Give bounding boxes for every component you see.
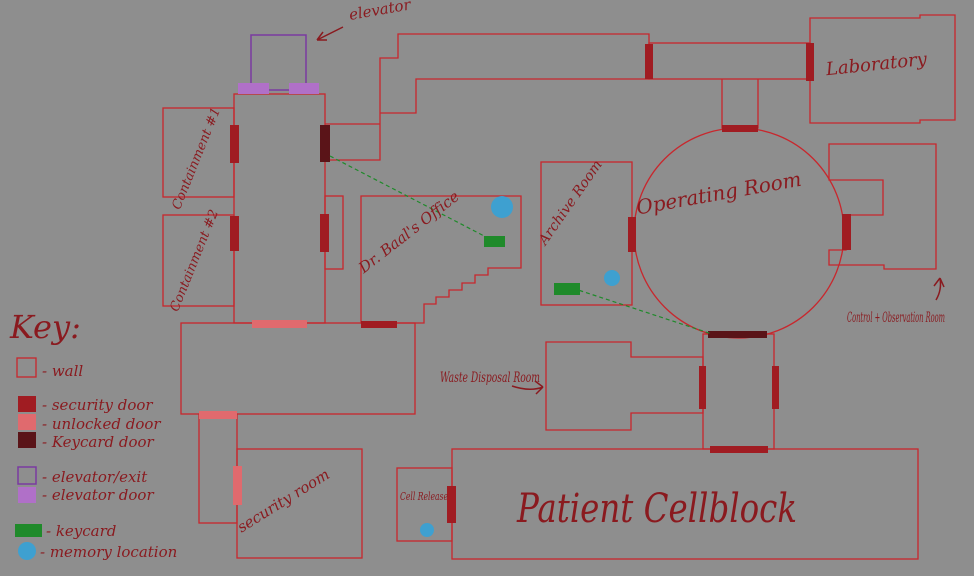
legend-security-text: - security door bbox=[42, 396, 153, 414]
legend: Key: - wall - security door - unlocked d… bbox=[9, 308, 177, 561]
office-room bbox=[360, 195, 522, 324]
cellblock-label: Patient Cellblock bbox=[516, 486, 797, 532]
legend-elevator-text: - elevator/exit bbox=[42, 468, 148, 486]
memory-location[interactable] bbox=[604, 270, 620, 286]
memory-location[interactable] bbox=[491, 196, 513, 218]
security-door[interactable] bbox=[230, 216, 239, 251]
keycard-link bbox=[565, 285, 713, 335]
unlocked-door[interactable] bbox=[233, 466, 242, 505]
keycard[interactable] bbox=[484, 236, 505, 247]
elevator-door[interactable] bbox=[289, 83, 319, 94]
keycard-link bbox=[329, 155, 489, 239]
legend-elevator-door-swatch bbox=[18, 487, 36, 503]
security-door[interactable] bbox=[806, 43, 814, 81]
security-door[interactable] bbox=[699, 366, 706, 409]
legend-elevator-swatch bbox=[17, 466, 37, 485]
legend-keycard-swatch bbox=[15, 524, 42, 537]
legend-keycard-door-text: - Keycard door bbox=[42, 433, 155, 451]
unlocked-door[interactable] bbox=[199, 411, 237, 419]
security-door[interactable] bbox=[722, 125, 758, 132]
legend-memory-swatch bbox=[18, 542, 36, 560]
legend-wall-text: - wall bbox=[42, 362, 83, 380]
legend-elevator-door-text: - elevator door bbox=[42, 486, 154, 504]
waste-label: Waste Disposal Room bbox=[440, 370, 540, 386]
legend-memory-text: - memory location bbox=[40, 543, 177, 561]
keycard[interactable] bbox=[554, 283, 580, 295]
security-door[interactable] bbox=[447, 486, 456, 523]
legend-title: Key: bbox=[9, 308, 81, 346]
security-door[interactable] bbox=[842, 214, 851, 250]
security-door[interactable] bbox=[710, 446, 768, 453]
control-room bbox=[828, 143, 937, 270]
security-door[interactable] bbox=[772, 366, 779, 409]
security-door[interactable] bbox=[361, 321, 397, 328]
items bbox=[329, 155, 713, 537]
control-label: Control + Observation Room bbox=[847, 310, 945, 326]
keycard-door[interactable] bbox=[708, 331, 767, 338]
security-door[interactable] bbox=[645, 44, 653, 79]
legend-keycard-door-swatch bbox=[18, 432, 36, 448]
security-door[interactable] bbox=[230, 125, 239, 163]
laboratory-room bbox=[809, 14, 956, 124]
security-door[interactable] bbox=[320, 214, 329, 252]
security-door[interactable] bbox=[628, 217, 636, 252]
legend-security-swatch bbox=[18, 396, 36, 412]
elevator-shaft bbox=[250, 34, 307, 91]
legend-unlocked-text: - unlocked door bbox=[42, 415, 161, 433]
waste-arrow bbox=[511, 380, 544, 395]
control-arrow bbox=[933, 277, 945, 301]
cell-release-label: Cell Release bbox=[400, 490, 448, 503]
legend-unlocked-swatch bbox=[18, 414, 36, 430]
keycard-door[interactable] bbox=[320, 125, 330, 162]
legend-wall-swatch bbox=[16, 357, 37, 378]
legend-keycard-text: - keycard bbox=[46, 522, 116, 540]
unlocked-door[interactable] bbox=[252, 320, 307, 328]
memory-location[interactable] bbox=[420, 523, 434, 537]
elevator-door[interactable] bbox=[238, 83, 269, 94]
elevator-arrow bbox=[316, 26, 344, 41]
waste-room bbox=[545, 341, 704, 431]
doors bbox=[199, 43, 851, 523]
